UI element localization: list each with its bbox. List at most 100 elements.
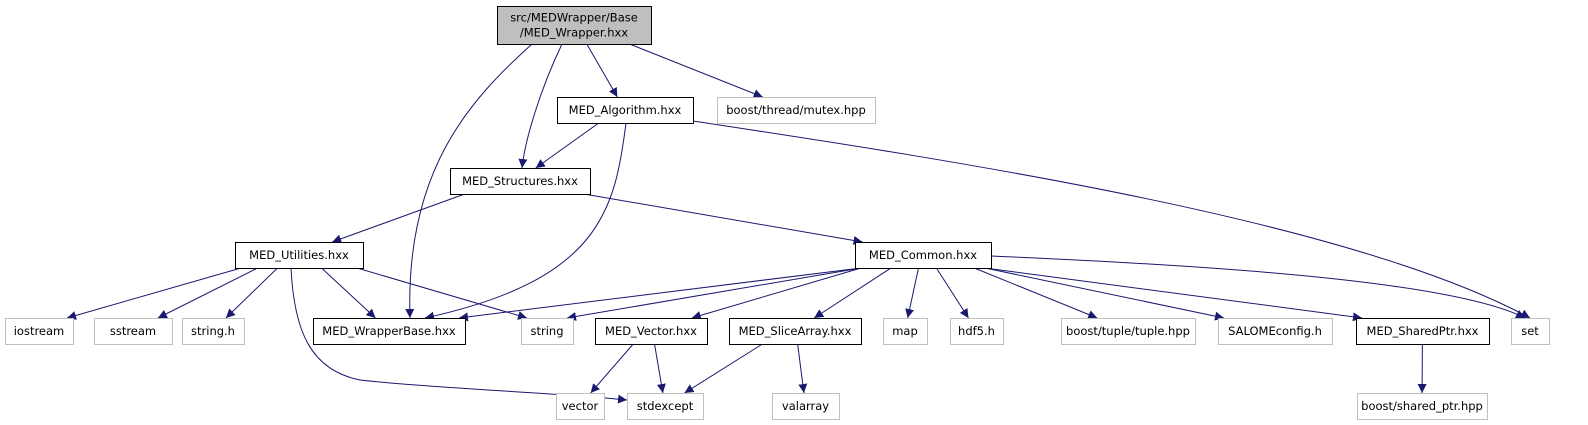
- node-box: [182, 318, 245, 345]
- node-box: [950, 318, 1004, 345]
- node-label: MED_SharedPtr.hxx: [1367, 324, 1479, 338]
- edge-common-to-set: [990, 255, 1526, 319]
- node-tuple: boost/tuple/tuple.hpp: [1061, 318, 1196, 345]
- edge-common-to-sharedptr: [984, 267, 1363, 322]
- node-box: [1511, 318, 1550, 345]
- node-sharedptr[interactable]: MED_SharedPtr.hxx: [1356, 318, 1490, 345]
- node-label: src/MEDWrapper/Base: [510, 11, 638, 25]
- nodes-layer: src/MEDWrapper/Base/MED_Wrapper.hxxMED_A…: [5, 6, 1550, 420]
- edge-root-to-mutex: [629, 43, 763, 98]
- node-label: /MED_Wrapper.hxx: [520, 26, 628, 40]
- edge-vector_hxx-to-stdexcept: [654, 343, 666, 394]
- node-label: MED_Algorithm.hxx: [569, 103, 682, 117]
- edge-vector_hxx-to-vector: [590, 343, 634, 394]
- edge-common-to-vector_hxx: [691, 267, 862, 320]
- node-iostream: iostream: [5, 318, 74, 345]
- node-label: iostream: [14, 324, 65, 338]
- node-label: map: [892, 324, 918, 338]
- edge-utilities-to-string_h: [225, 267, 278, 319]
- node-vector_hxx[interactable]: MED_Vector.hxx: [595, 318, 708, 345]
- edge-slicearray-to-valarray: [797, 343, 808, 394]
- edge-common-to-wrapperbase: [458, 267, 862, 322]
- edge-common-to-slicearray: [813, 267, 892, 319]
- node-valarray: valarray: [772, 393, 840, 420]
- node-sstream: sstream: [94, 318, 173, 345]
- node-string: string: [521, 318, 574, 345]
- edge-common-to-string: [566, 267, 862, 321]
- node-map: map: [883, 318, 928, 345]
- node-boost_shared_ptr: boost/shared_ptr.hpp: [1357, 393, 1488, 420]
- edge-root-to-algorithm: [586, 43, 618, 98]
- node-label: vector: [562, 399, 599, 413]
- edge-utilities-to-string: [356, 267, 528, 320]
- node-label: string.h: [191, 324, 235, 338]
- node-label: stdexcept: [637, 399, 694, 413]
- node-box: [450, 168, 591, 195]
- node-label: set: [1521, 324, 1539, 338]
- node-label: sstream: [110, 324, 156, 338]
- node-box: [1061, 318, 1196, 345]
- node-box: [521, 318, 574, 345]
- node-common[interactable]: MED_Common.hxx: [855, 242, 992, 269]
- node-label: MED_SliceArray.hxx: [739, 324, 852, 338]
- node-box: [5, 318, 74, 345]
- node-box: [235, 242, 364, 269]
- node-box: [627, 393, 704, 420]
- node-box: [883, 318, 928, 345]
- node-label: hdf5.h: [958, 324, 995, 338]
- edge-structures-to-utilities: [331, 193, 465, 244]
- node-box: [497, 6, 652, 45]
- node-label: boost/shared_ptr.hpp: [1361, 399, 1483, 413]
- edge-common-to-hdf5: [935, 267, 969, 319]
- node-label: MED_WrapperBase.hxx: [322, 324, 456, 338]
- node-slicearray[interactable]: MED_SliceArray.hxx: [729, 318, 862, 345]
- node-string_h: string.h: [182, 318, 245, 345]
- node-label: boost/tuple/tuple.hpp: [1066, 324, 1190, 338]
- node-box: [94, 318, 173, 345]
- edge-root-to-structures: [518, 43, 563, 169]
- node-box: [1218, 318, 1333, 345]
- edge-utilities-to-iostream: [66, 267, 242, 320]
- node-hdf5: hdf5.h: [950, 318, 1004, 345]
- edge-algorithm-to-wrapperbase: [424, 122, 627, 321]
- node-box: [557, 97, 694, 124]
- node-box: [729, 318, 862, 345]
- edge-common-to-tuple: [974, 267, 1098, 319]
- edge-common-to-map: [905, 267, 919, 319]
- edge-utilities-to-wrapperbase: [321, 267, 376, 319]
- node-box: [595, 318, 708, 345]
- node-label: boost/thread/mutex.hpp: [726, 103, 866, 117]
- edge-algorithm-to-set: [692, 120, 1531, 319]
- node-stdexcept: stdexcept: [627, 393, 704, 420]
- edge-algorithm-to-structures: [535, 122, 600, 169]
- node-wrapperbase[interactable]: MED_WrapperBase.hxx: [313, 318, 466, 345]
- edges-layer: [66, 43, 1531, 404]
- edge-slicearray-to-stdexcept: [684, 343, 763, 394]
- node-box: [313, 318, 466, 345]
- node-vector: vector: [556, 393, 605, 420]
- node-label: string: [530, 324, 563, 338]
- node-set: set: [1511, 318, 1550, 345]
- node-label: MED_Vector.hxx: [605, 324, 697, 338]
- edge-structures-to-common: [583, 193, 863, 245]
- node-label: MED_Utilities.hxx: [249, 248, 349, 262]
- node-label: valarray: [782, 399, 829, 413]
- node-algorithm[interactable]: MED_Algorithm.hxx: [557, 97, 694, 124]
- node-root[interactable]: src/MEDWrapper/Base/MED_Wrapper.hxx: [497, 6, 652, 45]
- node-box: [772, 393, 840, 420]
- node-structures[interactable]: MED_Structures.hxx: [450, 168, 591, 195]
- node-label: MED_Structures.hxx: [462, 174, 578, 188]
- node-mutex: boost/thread/mutex.hpp: [717, 97, 876, 124]
- node-salomeconfig: SALOMEconfig.h: [1218, 318, 1333, 345]
- edge-root-to-wrapperbase: [405, 43, 533, 319]
- node-utilities[interactable]: MED_Utilities.hxx: [235, 242, 364, 269]
- edge-common-to-salomeconfig: [984, 267, 1225, 321]
- node-box: [717, 97, 876, 124]
- node-box: [855, 242, 992, 269]
- edge-utilities-to-sstream: [157, 267, 258, 319]
- node-box: [1356, 318, 1490, 345]
- node-box: [556, 393, 605, 420]
- node-box: [1357, 393, 1488, 420]
- node-label: MED_Common.hxx: [869, 248, 977, 262]
